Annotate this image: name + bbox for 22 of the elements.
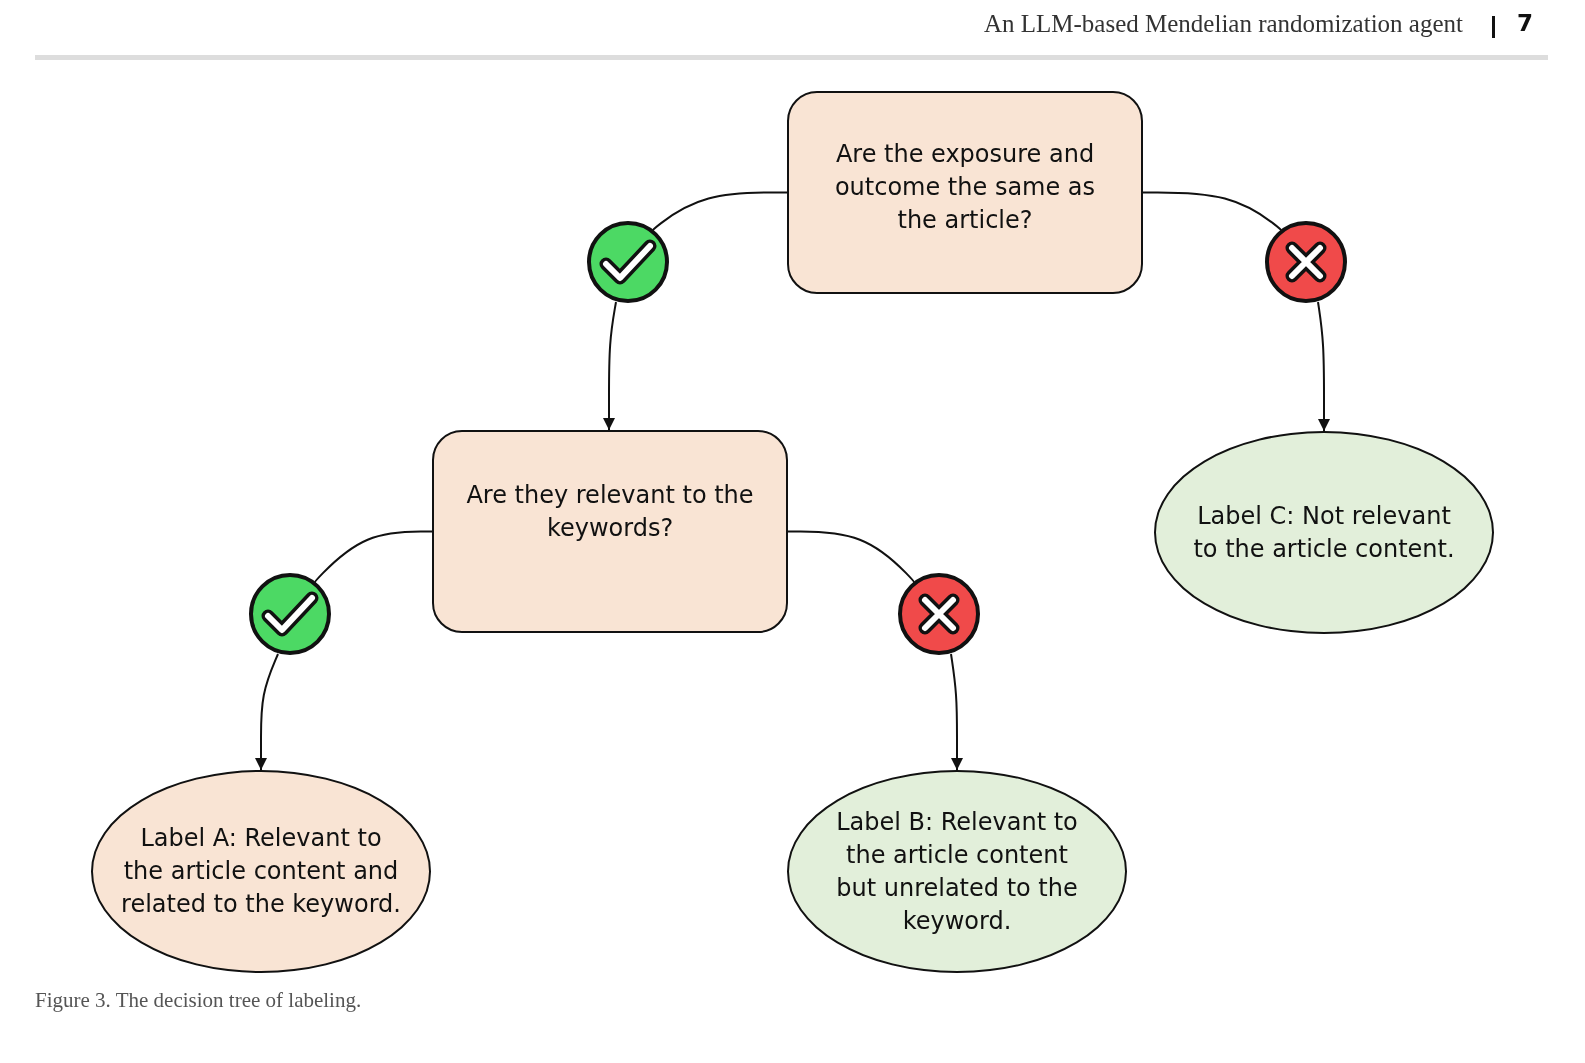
connector-line xyxy=(651,191,788,232)
arrow xyxy=(255,653,279,771)
node-text: Are they relevant to the keywords? xyxy=(465,479,755,544)
node-text: Are the exposure and outcome the same as the article? xyxy=(833,139,1097,236)
arrow xyxy=(950,653,963,771)
connector-line xyxy=(313,530,433,584)
decision-box xyxy=(432,430,788,633)
check-icon xyxy=(586,220,670,304)
decision-box xyxy=(787,91,1143,294)
check-icon xyxy=(248,572,332,656)
figure-caption: Figure 3. The decision tree of labeling. xyxy=(35,988,362,1013)
page-number: 7 xyxy=(1517,10,1533,36)
arrow xyxy=(1317,301,1330,432)
running-header: An LLM-based Mendelian randomization agent xyxy=(983,10,1463,38)
node-text: Label A: Relevant to the article content and related to the keyword. xyxy=(120,823,402,920)
cross-icon xyxy=(1264,220,1348,304)
connector-line xyxy=(1142,191,1283,232)
cross-icon xyxy=(897,572,981,656)
node-text: Label C: Not relevant to the article content. xyxy=(1192,500,1456,565)
node-text: Label B: Relevant to the article content but unrelated to the keyword. xyxy=(835,806,1079,937)
arrow xyxy=(603,301,617,431)
connector-line xyxy=(787,530,916,584)
